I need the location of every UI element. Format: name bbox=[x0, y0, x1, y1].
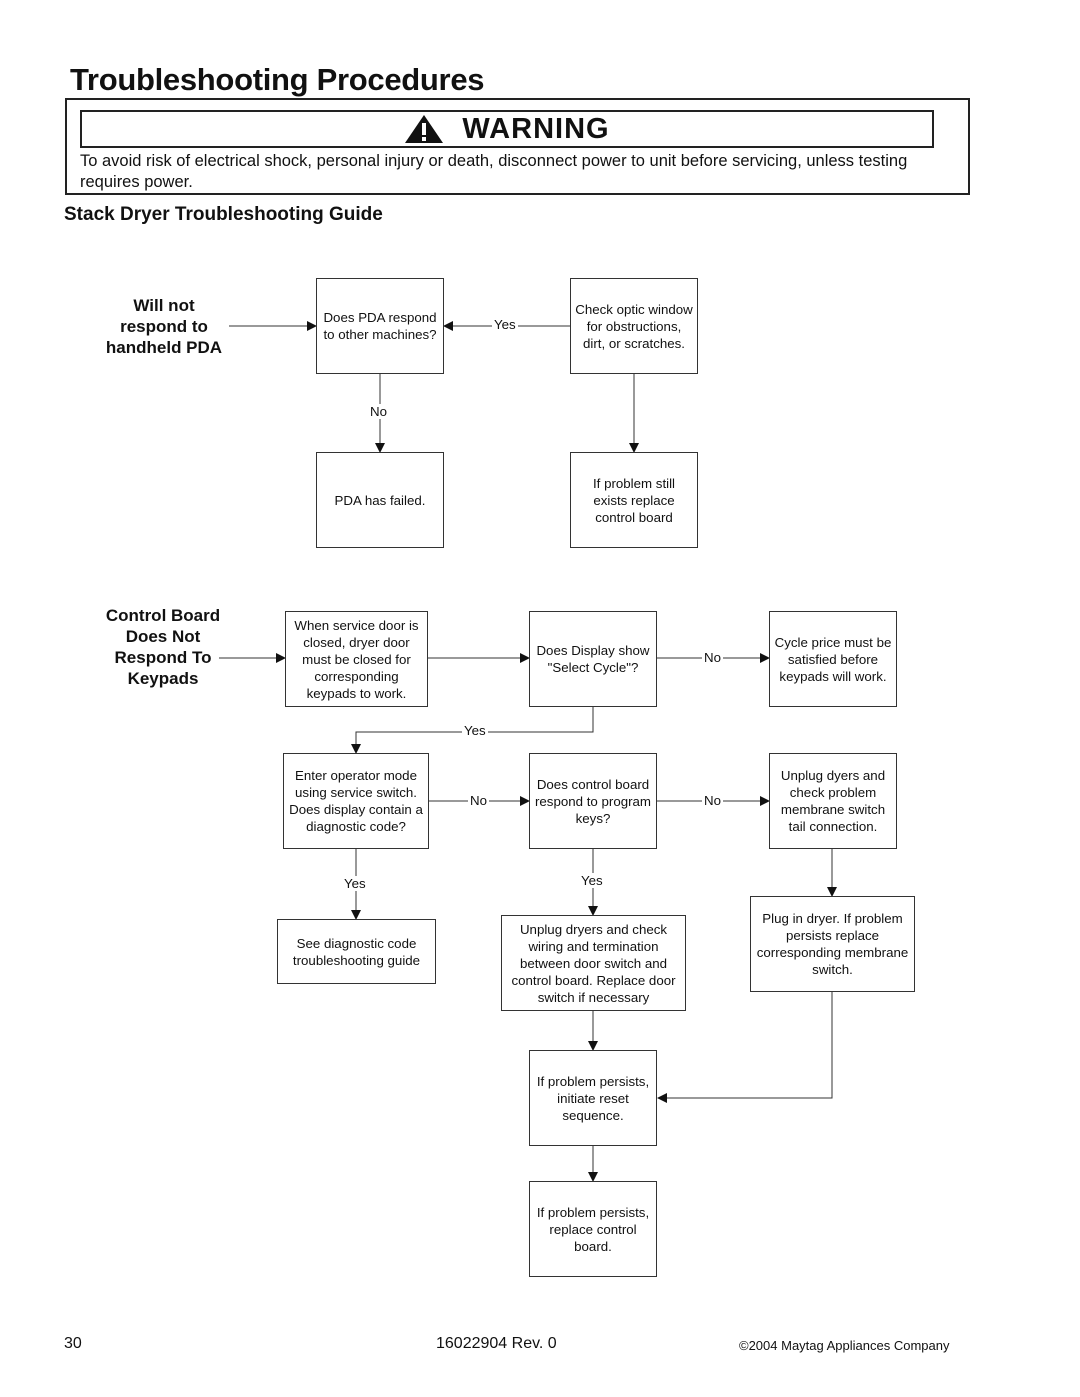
page-number: 30 bbox=[64, 1335, 82, 1352]
keypad-start-label: Control Board Does Not Respond To Keypad… bbox=[105, 606, 221, 688]
warning-banner: WARNING bbox=[80, 110, 934, 148]
display-question-box: Does Display show "Select Cycle"? bbox=[529, 611, 657, 707]
warning-panel bbox=[65, 98, 970, 195]
operator-yes-label: Yes bbox=[342, 876, 368, 891]
plug-in-box: Plug in dryer. If problem persists repla… bbox=[750, 896, 915, 992]
display-no-label: No bbox=[702, 650, 723, 665]
check-optic-box: Check optic window for obstructions, dir… bbox=[570, 278, 698, 374]
display-yes-label: Yes bbox=[462, 723, 488, 738]
program-keys-yes-label: Yes bbox=[579, 873, 605, 888]
copyright-notice: ©2004 Maytag Appliances Company bbox=[739, 1338, 950, 1353]
page-title: Troubleshooting Procedures bbox=[70, 62, 485, 97]
unplug-membrane-box: Unplug dyers and check problem membrane … bbox=[769, 753, 897, 849]
reset-sequence-box: If problem persists, initiate reset sequ… bbox=[529, 1050, 657, 1146]
pda-respond-question-box: Does PDA respond to other machines? bbox=[316, 278, 444, 374]
see-diagnostic-box: See diagnostic code troubleshooting guid… bbox=[277, 919, 436, 984]
warning-title: WARNING bbox=[462, 112, 610, 145]
warning-triangle-icon bbox=[405, 115, 444, 143]
document-number: 16022904 Rev. 0 bbox=[436, 1335, 557, 1352]
operator-mode-box: Enter operator mode using service switch… bbox=[283, 753, 429, 849]
keypad-replace-board-box: If problem persists, replace control boa… bbox=[529, 1181, 657, 1277]
pda-failed-box: PDA has failed. bbox=[316, 452, 444, 548]
operator-no-label: No bbox=[468, 793, 489, 808]
section-title: Stack Dryer Troubleshooting Guide bbox=[64, 204, 383, 225]
cycle-price-box: Cycle price must be satisfied before key… bbox=[769, 611, 897, 707]
pda-yes-label: Yes bbox=[492, 317, 518, 332]
program-keys-no-label: No bbox=[702, 793, 723, 808]
program-keys-question-box: Does control board respond to program ke… bbox=[529, 753, 657, 849]
pda-replace-board-box: If problem still exists replace control … bbox=[570, 452, 698, 548]
service-door-box: When service door is closed, dryer door … bbox=[285, 611, 428, 707]
warning-text: To avoid risk of electrical shock, perso… bbox=[80, 152, 908, 191]
pda-start-label: Will not respond to handheld PDA bbox=[105, 296, 223, 357]
unplug-wiring-box: Unplug dryers and check wiring and termi… bbox=[501, 915, 686, 1011]
pda-no-label: No bbox=[368, 404, 389, 419]
